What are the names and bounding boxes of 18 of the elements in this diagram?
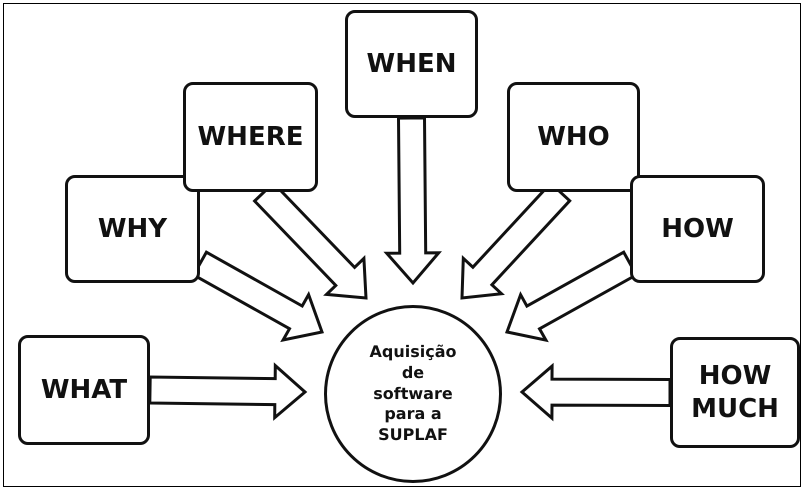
block-arrow [383, 116, 442, 286]
question-box [18, 335, 150, 445]
block-arrow [520, 362, 672, 422]
question-box [345, 10, 478, 118]
question-box [507, 82, 640, 192]
question-word: WHEN [366, 48, 458, 80]
question-box [65, 175, 200, 283]
question-word: WHY [96, 212, 168, 246]
block-arrow [148, 362, 308, 421]
question-box [630, 175, 765, 283]
question-word: WHERE [196, 120, 304, 154]
question-word: WHAT [40, 374, 128, 406]
question-box [670, 337, 800, 448]
question-box [183, 82, 318, 192]
question-word: HOW MUCH [690, 360, 780, 425]
question-word: HOW [660, 212, 735, 246]
question-word: WHO [536, 120, 611, 154]
topic-text: Aquisição de software para a SUPLAF [368, 342, 458, 446]
